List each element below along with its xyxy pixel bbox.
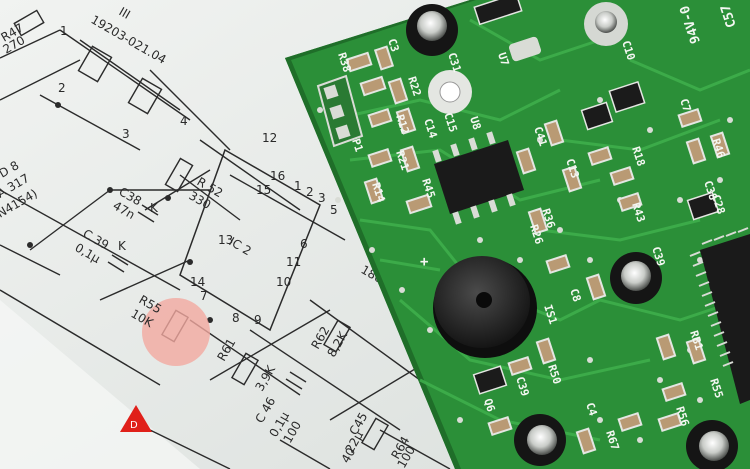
pcb-label: C39 [513,375,532,398]
pcb-label: C38 [701,179,720,202]
schem-label: 40 [338,445,358,465]
pcb-label: C7 [677,97,693,114]
schem-label: 3 [318,191,326,205]
pcb-label: C8 [567,287,583,304]
schematic-wires [0,29,451,469]
schem-label: 5 [330,203,338,217]
schem-label: 6 [300,237,308,251]
pcb-label: C39 [649,245,668,268]
pcb-label: C41 [531,125,550,148]
pcb-label: C57 [718,2,740,29]
pcb-label: R43 [629,201,648,224]
pcb-label: R22 [405,75,424,98]
pcb-label: R46 [709,137,728,160]
schem-label: 7 [200,289,208,303]
pcb-label: C13 [563,157,582,180]
pcb-label: U8 [467,115,483,132]
schem-label: K [150,201,159,215]
schem-label: 16 [270,169,285,183]
schem-label: 2 [306,185,314,199]
schem-label: 9 [254,313,262,327]
schem-label: 1 [294,179,302,193]
smd-components [345,0,731,455]
buzzer [433,256,537,358]
pcb-label: C4 [583,401,600,418]
pcb-label: R55 [707,377,726,400]
r55-highlight [142,298,210,366]
pcb-label: C10 [619,39,638,62]
ic-qfp [689,227,750,404]
pcb-label: R50 [545,363,564,386]
pcb-label: R18 [629,145,648,168]
marker-triangle-icon [120,405,152,432]
schem-label: K [118,239,127,253]
pcb-label: C31 [445,51,464,74]
schem-label: 1 [60,24,68,38]
ic-u8 [432,131,524,225]
schem-label: 3 [122,127,130,141]
pcb-labels: R38 C3 C31 U7 C10 94V-0 C57 R22 R12 C14 … [335,2,740,451]
pcb-label: R56 [673,405,692,428]
pcb-label: C15 [441,111,460,134]
pcb-label: C28 [709,193,728,216]
pcb-label: R14 [369,181,388,204]
pcb-label: C14 [421,117,440,140]
pcb-label: R12 [393,113,412,136]
pcb-label: Q6 [481,397,498,414]
pcb-label: R21 [393,149,412,172]
electrolytic-capacitors [406,2,738,469]
pcb-label: + [420,254,428,270]
schem-label: 10 [276,275,291,289]
schem-label: 13 [218,233,233,247]
pcb-label: P1 [349,137,366,154]
schematic-components [13,9,390,451]
pin-header [316,74,364,148]
pcb-label: R36 [539,207,558,230]
pcb-label: C3 [385,37,401,54]
pcb-label: IS1 [541,303,560,326]
pcb-label: R26 [527,223,546,246]
schem-label: 12 [262,131,277,145]
schem-label: 14 [190,275,205,289]
schem-label: 2 [58,81,66,95]
schem-label: 4 [180,114,188,128]
schem-label: 11 [286,255,301,269]
schem-label: 8 [232,311,240,325]
pcb-label: R38 [335,51,354,74]
pcb-label: U7 [495,51,511,68]
pcb-label: R67 [603,429,622,452]
pcb-label: R45 [419,177,438,200]
pcb-label: RB1 [687,329,706,352]
ic2-outline [179,148,321,332]
schem-label: 15 [256,183,271,197]
schem-label: D [130,420,138,431]
